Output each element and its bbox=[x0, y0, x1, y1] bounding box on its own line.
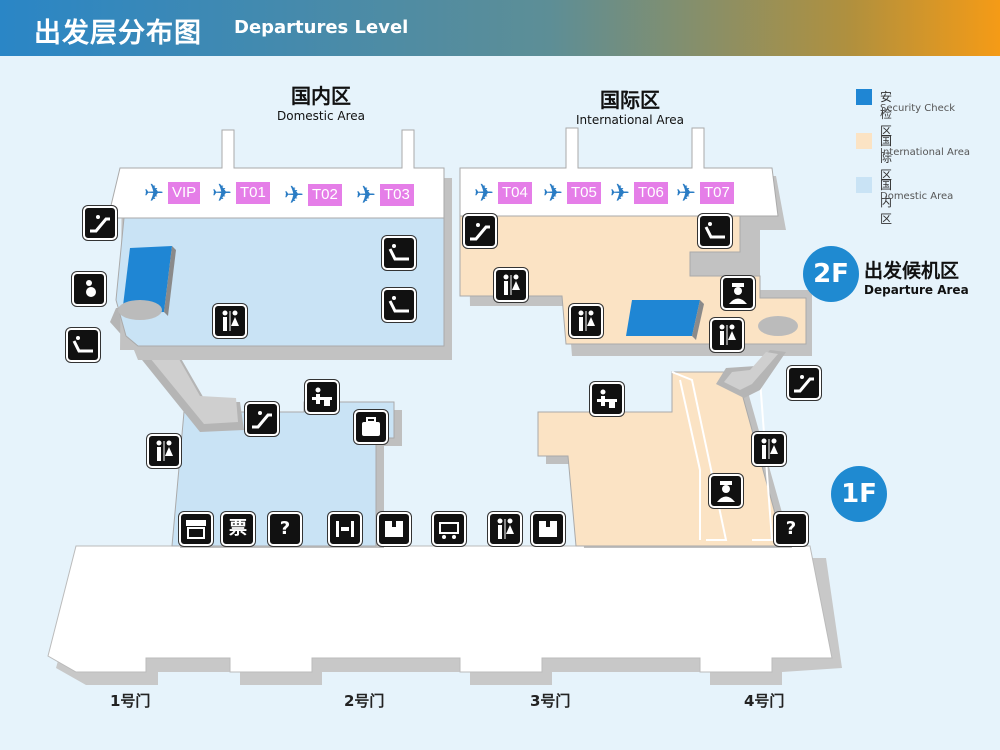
restroom-icon[interactable] bbox=[147, 434, 181, 468]
corridor-1f bbox=[671, 371, 728, 541]
restroom-icon[interactable] bbox=[569, 304, 603, 338]
escalator-icon[interactable] bbox=[463, 214, 497, 248]
plane-icon: ✈ bbox=[212, 179, 233, 207]
ticket-icon[interactable]: 票 bbox=[221, 512, 255, 546]
plane-icon: ✈ bbox=[356, 181, 377, 209]
check-in-counter-icon[interactable] bbox=[305, 380, 339, 414]
check-in-counter-icon[interactable] bbox=[590, 382, 624, 416]
plane-icon: ✈ bbox=[474, 179, 495, 207]
gate-t03[interactable]: T03 bbox=[380, 184, 414, 206]
international-2f-top bbox=[459, 127, 779, 217]
gate-t07[interactable]: T07 bbox=[700, 182, 734, 204]
domestic-2f bbox=[115, 217, 445, 347]
lounge-seat-icon[interactable] bbox=[382, 288, 416, 322]
door-4-label: 4号门 bbox=[744, 692, 785, 710]
international-area-zh: 国际区 bbox=[600, 88, 660, 112]
parcel-icon[interactable] bbox=[377, 512, 411, 546]
escalator-icon[interactable] bbox=[245, 402, 279, 436]
parcel-icon[interactable] bbox=[531, 512, 565, 546]
nursery-icon[interactable] bbox=[72, 272, 106, 306]
information-icon[interactable]: ? bbox=[774, 512, 808, 546]
international-area-en: International Area bbox=[575, 113, 685, 127]
gate-t02[interactable]: T02 bbox=[308, 184, 342, 206]
gate-t04[interactable]: T04 bbox=[498, 182, 532, 204]
floor-2f-zh: 出发候机区 bbox=[864, 260, 960, 282]
domestic-area-zh: 国内区 bbox=[291, 84, 351, 108]
door-2-label: 2号门 bbox=[344, 692, 385, 710]
international-2f bbox=[459, 215, 807, 345]
domestic-area-en: Domestic Area bbox=[277, 109, 365, 123]
gate-barrier-icon[interactable] bbox=[328, 512, 362, 546]
restroom-icon[interactable] bbox=[213, 304, 247, 338]
legend-en: Domestic Area bbox=[880, 191, 954, 202]
domestic-area-label: 国内区 Domestic Area bbox=[246, 80, 396, 123]
legend-zh: 国内区 bbox=[880, 178, 893, 226]
gate-t05[interactable]: T05 bbox=[567, 182, 601, 204]
restroom-icon[interactable] bbox=[488, 512, 522, 546]
domestic-security bbox=[122, 246, 172, 314]
restroom-icon[interactable] bbox=[494, 268, 528, 302]
international-ramp-light bbox=[724, 352, 778, 390]
floor-2f-label: 出发候机区 Departure Area bbox=[864, 256, 969, 297]
lounge-seat-icon[interactable] bbox=[382, 236, 416, 270]
plane-icon: ✈ bbox=[543, 179, 564, 207]
restroom-icon[interactable] bbox=[710, 318, 744, 352]
floor-2f-en: Departure Area bbox=[864, 283, 969, 297]
escalator-icon[interactable] bbox=[787, 366, 821, 400]
door-3-label: 3号门 bbox=[530, 692, 571, 710]
customs-officer-icon[interactable] bbox=[709, 474, 743, 508]
international-escalator-top bbox=[758, 316, 798, 336]
legend-swatch-domestic bbox=[856, 177, 872, 193]
domestic-security-shadow bbox=[164, 246, 176, 316]
plane-icon: ✈ bbox=[610, 179, 631, 207]
lounge-seat-icon[interactable] bbox=[698, 214, 732, 248]
luggage-cart-icon[interactable] bbox=[432, 512, 466, 546]
gate-t06[interactable]: T06 bbox=[634, 182, 668, 204]
door-1-label: 1号门 bbox=[110, 692, 151, 710]
plane-icon: ✈ bbox=[284, 181, 305, 209]
information-icon[interactable]: ? bbox=[268, 512, 302, 546]
international-security bbox=[626, 300, 700, 336]
domestic-escalator-top bbox=[118, 300, 162, 320]
legend-zh: 国际区 bbox=[880, 134, 893, 182]
corridor-1f-c bbox=[679, 379, 701, 540]
hall-1f bbox=[47, 545, 833, 673]
plane-icon: ✈ bbox=[144, 179, 165, 207]
legend-en: International Area bbox=[880, 147, 971, 158]
shop-icon[interactable] bbox=[179, 512, 213, 546]
domestic-1f bbox=[171, 401, 395, 547]
page-title-en: Departures Level bbox=[234, 17, 409, 38]
plane-icon: ✈ bbox=[676, 179, 697, 207]
header-bar: 出发层分布图 Departures Level bbox=[0, 0, 1000, 56]
legend-zh: 安检区 bbox=[880, 90, 893, 138]
legend-swatch-international bbox=[856, 133, 872, 149]
gate-t01[interactable]: T01 bbox=[236, 182, 270, 204]
customs-officer-icon[interactable] bbox=[721, 276, 755, 310]
legend-en: Security Check bbox=[880, 103, 956, 114]
gate-vip[interactable]: VIP bbox=[168, 182, 201, 204]
international-security-shadow bbox=[692, 300, 704, 340]
escalator-icon[interactable] bbox=[83, 206, 117, 240]
page-title: 出发层分布图 bbox=[34, 18, 202, 49]
floor-badge-1f[interactable]: 1F bbox=[831, 466, 887, 522]
international-area-label: 国际区 International Area bbox=[555, 84, 705, 127]
floor-badge-2f[interactable]: 2F bbox=[803, 246, 859, 302]
baggage-icon[interactable] bbox=[354, 410, 388, 444]
legend-swatch-security bbox=[856, 89, 872, 105]
restroom-icon[interactable] bbox=[752, 432, 786, 466]
lounge-seat-icon[interactable] bbox=[66, 328, 100, 362]
